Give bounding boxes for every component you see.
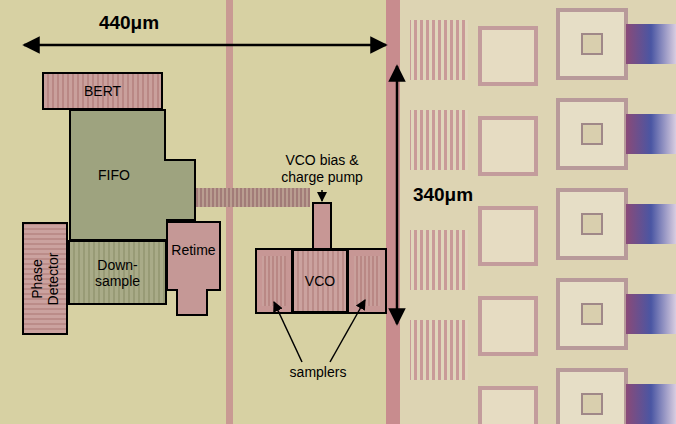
block-name: BERT (84, 83, 121, 99)
bond-pad (558, 100, 626, 168)
vco-block: VCO (292, 249, 348, 313)
block-name: Retime (171, 242, 215, 258)
bond-pad (558, 190, 626, 258)
pad-via (582, 214, 602, 234)
pad-via (582, 394, 602, 414)
pad-ring-area (400, 0, 676, 424)
block-shape (70, 110, 195, 240)
block-name: Phase Detector (29, 239, 61, 319)
pad-via (582, 124, 602, 144)
bias-block (313, 203, 331, 249)
sampler-texture (354, 256, 380, 306)
block-name: Down- sample (88, 257, 148, 289)
retime-block: Retime (167, 222, 220, 315)
dimension-arrow (24, 44, 386, 47)
signal-bus (195, 188, 310, 207)
dimension-label: 340μm (408, 184, 478, 206)
block-shape (167, 222, 220, 315)
bond-pad (558, 10, 626, 78)
block-name: VCO (305, 273, 335, 289)
callout-label: samplers (268, 364, 368, 381)
vco-region (256, 249, 386, 313)
downsample-block: Down- sample (68, 240, 167, 305)
small-pad (480, 118, 536, 174)
pad-via (582, 34, 602, 54)
esd-structure (410, 230, 468, 290)
sampler-block (348, 249, 386, 313)
pad-lead (626, 114, 676, 154)
esd-structure (410, 320, 468, 380)
phase-detector-block: Phase Detector (22, 222, 68, 335)
bert-block: BERT (42, 72, 163, 110)
small-pad (480, 208, 536, 264)
esd-structure (410, 20, 468, 80)
dimension-arrow (396, 66, 399, 324)
fifo-block: FIFO (70, 110, 195, 240)
sampler-texture (262, 256, 286, 306)
pad-lead (626, 24, 676, 64)
pad-lead (626, 294, 676, 334)
dimension-label: 440μm (84, 12, 174, 34)
callout-label: VCO bias & charge pump (272, 152, 372, 186)
esd-structure (410, 110, 468, 170)
small-pad (480, 298, 536, 354)
block-name: FIFO (98, 167, 130, 183)
block-outline (167, 222, 220, 315)
pad-lead (626, 384, 676, 424)
leader-arrow (321, 190, 323, 201)
metal-trace (226, 0, 233, 424)
pad-via (582, 304, 602, 324)
bond-pad (558, 280, 626, 348)
bond-pad (558, 370, 626, 424)
pad-lead (626, 204, 676, 244)
small-pad (480, 28, 536, 84)
small-pad (480, 388, 536, 424)
pad-ring-band (386, 0, 400, 424)
block-outline (70, 110, 195, 240)
